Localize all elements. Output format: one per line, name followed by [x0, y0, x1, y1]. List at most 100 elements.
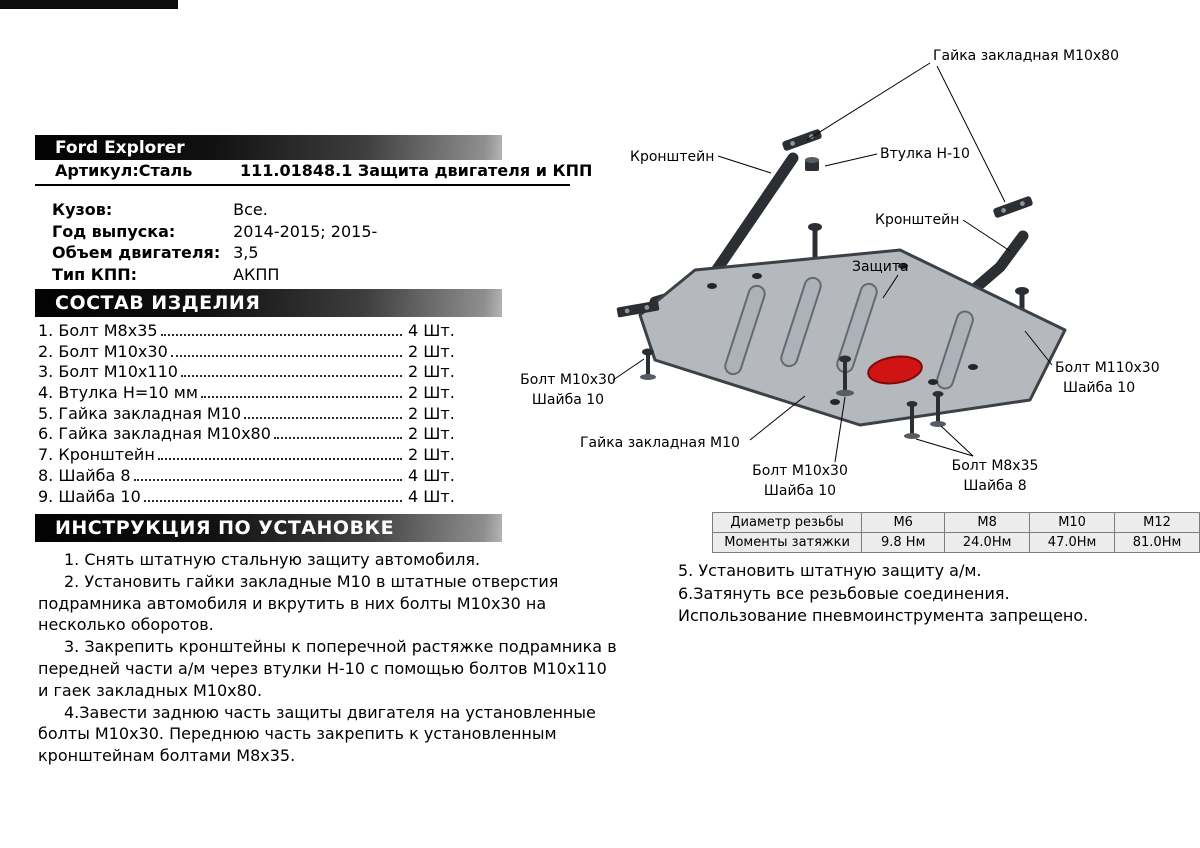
spec-value: 2014-2015; 2015-	[233, 221, 378, 241]
instruction-step: 6.Затянуть все резьбовые соединения.	[678, 583, 1010, 603]
article-value: 111.01848.1 Защита двигателя и КПП	[240, 161, 593, 180]
torque-cell: 81.0Нм	[1114, 532, 1200, 553]
instruction-step: 3. Закрепить кронштейны к поперечной рас…	[38, 637, 617, 700]
part-row: 1. Болт М8х35 4 Шт.	[38, 321, 466, 342]
part-qty: 2 Шт.	[408, 383, 455, 403]
article-label: Артикул:Сталь	[55, 161, 193, 180]
spec-label: Объем двигателя:	[52, 243, 221, 262]
brand-title: Ford Explorer	[55, 137, 185, 158]
leader-lines	[612, 62, 1053, 463]
stud-m8x35-a	[904, 401, 920, 439]
instructions-banner: ИНСТРУКЦИЯ ПО УСТАНОВКЕ	[35, 514, 502, 542]
torque-row: Диаметр резьбы М6 М8 М10 М12	[711, 512, 1200, 533]
label-bushing: Втулка Н-10	[880, 146, 970, 162]
plate-rib	[936, 310, 974, 390]
parts-list: 1. Болт М8х35 4 Шт. 2. Болт М10х30 2 Шт. 3…	[38, 321, 466, 507]
vehicle-specs: Кузов: Все. Год выпуска: 2014-2015; 2015…	[52, 199, 377, 285]
spec-label: Тип КПП:	[52, 264, 138, 284]
part-qty: 2 Шт.	[408, 424, 455, 444]
brand-banner: Ford Explorer	[35, 135, 502, 160]
spec-row: Объем двигателя: 3,5	[52, 242, 377, 264]
bushing-h10-part	[805, 157, 819, 171]
part-name: 5. Гайка закладная М10	[38, 403, 242, 423]
label-bolt-right-2: Шайба 10	[1063, 380, 1135, 396]
torque-cell: 47.0Нм	[1029, 532, 1116, 553]
dotted-leader	[170, 354, 402, 357]
part-qty: 4 Шт.	[408, 486, 455, 506]
torque-cell: М8	[944, 512, 1031, 533]
part-row: 2. Болт М10х30 2 Шт.	[38, 342, 466, 363]
torque-cell: 24.0Нм	[944, 532, 1031, 553]
part-name: 9. Шайба 10	[38, 486, 141, 506]
instruction-step: 4.Завести заднюю часть защиты двигателя …	[38, 702, 596, 766]
torque-cell: Моменты затяжки	[711, 532, 863, 553]
dotted-leader	[244, 416, 402, 419]
plate-rib	[780, 276, 822, 368]
stud-m8x35-b	[930, 391, 946, 427]
part-qty: 4 Шт.	[408, 465, 455, 485]
part-row: 3. Болт М10х110 2 Шт.	[38, 362, 466, 383]
parts-title: СОСТАВ ИЗДЕЛИЯ	[55, 292, 261, 314]
clamp-nut-left	[616, 300, 660, 318]
part-row: 6. Гайка закладная М10х80 2 Шт.	[38, 424, 466, 445]
torque-cell: Диаметр резьбы	[711, 512, 863, 533]
label-shield: Защита	[852, 259, 909, 275]
page-corner-mark	[0, 0, 178, 9]
part-name: 7. Кронштейн	[38, 445, 155, 465]
part-name: 1. Болт М8х35	[38, 321, 158, 340]
final-steps-text: 5. Установить штатную защиту а/м. 6.Затя…	[678, 560, 1198, 628]
label-bolt-m8-1: Болт М8х35	[952, 458, 1039, 474]
spec-label: Кузов:	[52, 200, 113, 219]
spec-value: Все.	[233, 200, 268, 219]
dotted-leader	[160, 334, 402, 336]
part-row: 7. Кронштейн 2 Шт.	[38, 445, 466, 466]
label-bolt-left-2: Шайба 10	[532, 392, 604, 408]
torque-row: Моменты затяжки 9.8 Нм 24.0Нм 47.0Нм 81.…	[711, 532, 1200, 553]
dotted-leader	[200, 396, 402, 399]
plate-holes	[707, 263, 978, 405]
parts-banner: СОСТАВ ИЗДЕЛИЯ	[35, 289, 502, 317]
label-bolt-right-1: Болт М110х30	[1055, 360, 1160, 376]
plate-rib	[724, 284, 766, 376]
torque-cell: М6	[861, 512, 946, 533]
plate-rib	[836, 282, 878, 374]
part-qty: 2 Шт.	[408, 445, 455, 465]
torque-cell: М12	[1114, 512, 1200, 533]
label-bracket-right: Кронштейн	[875, 212, 959, 228]
divider-rule	[35, 184, 570, 186]
label-bracket-left: Кронштейн	[630, 149, 714, 165]
dotted-leader	[133, 478, 402, 481]
part-qty: 2 Шт.	[408, 341, 455, 361]
part-qty: 4 Шт.	[408, 321, 455, 340]
spec-value: 3,5	[233, 243, 259, 262]
instruction-step: Использование пневмоинструмента запрещен…	[678, 606, 1089, 625]
dotted-leader	[157, 458, 402, 461]
part-row: 5. Гайка закладная М10 2 Шт.	[38, 404, 466, 425]
torque-table: Диаметр резьбы М6 М8 М10 М12 Моменты зат…	[711, 512, 1200, 553]
part-name: 6. Гайка закладная М10х80	[38, 424, 271, 444]
instructions-text: 1. Снять штатную стальную защиту автомоб…	[38, 549, 618, 767]
part-name: 2. Болт М10х30	[38, 341, 168, 361]
label-bolt-left-1: Болт М10х30	[520, 372, 616, 388]
part-row: 9. Шайба 10 4 Шт.	[38, 487, 466, 508]
instruction-step: 5. Установить штатную защиту а/м.	[678, 561, 982, 580]
spec-value: АКПП	[233, 264, 280, 284]
part-name: 8. Шайба 8	[38, 465, 131, 485]
part-name: 3. Болт М10х110	[38, 362, 178, 382]
part-qty: 2 Шт.	[408, 362, 455, 382]
torque-cell: М10	[1029, 512, 1116, 533]
spec-row: Тип КПП: АКПП	[52, 264, 377, 286]
stud-m10x30-bottom	[836, 355, 854, 397]
spec-row: Кузов: Все.	[52, 199, 377, 221]
label-nut-m10: Гайка закладная М10	[580, 435, 740, 451]
label-bolt-bottom-2: Шайба 10	[764, 483, 836, 499]
instructions-title: ИНСТРУКЦИЯ ПО УСТАНОВКЕ	[55, 517, 395, 539]
bolt-m10x30-left-part	[640, 348, 656, 380]
assembly-diagram: Гайка закладная М10х80 Кронштейн Втулка …	[520, 48, 1160, 499]
part-qty: 2 Шт.	[408, 403, 455, 423]
spec-label: Год выпуска:	[52, 221, 176, 241]
label-bolt-bottom-1: Болт М10х30	[752, 463, 848, 479]
instruction-step: 2. Установить гайки закладные М10 в штат…	[38, 571, 559, 635]
instruction-step: 1. Снять штатную стальную защиту автомоб…	[64, 550, 481, 569]
